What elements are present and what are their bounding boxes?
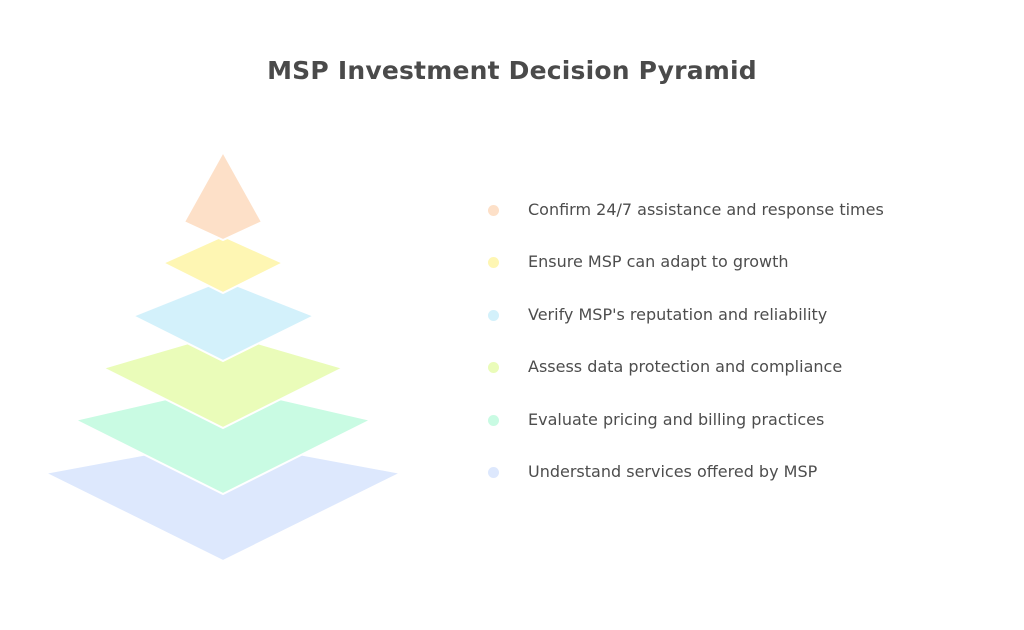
pyramid-layer-4 (100, 331, 346, 430)
legend-label-3: Verify MSP's reputation and reliability (528, 304, 828, 324)
legend-dot-6 (488, 466, 499, 478)
page-title: MSP Investment Decision Pyramid (267, 56, 757, 85)
pyramid-layer-6 (41, 438, 405, 563)
pyramid-layer-1 (182, 149, 264, 242)
pyramid-layer-5 (72, 384, 374, 496)
pyramid-legend: Confirm 24/7 assistance and response tim… (484, 196, 1004, 510)
legend-item: Assess data protection and compliance (484, 353, 1004, 405)
legend-label-2: Ensure MSP can adapt to growth (528, 252, 789, 272)
legend-label-4: Assess data protection and compliance (528, 357, 843, 377)
legend-dot-2 (488, 257, 499, 269)
pyramid-layer-2 (160, 234, 286, 295)
legend-dot-1 (488, 205, 499, 216)
legend-dot-3 (488, 309, 499, 321)
legend-item: Ensure MSP can adapt to growth (484, 248, 1004, 300)
legend-label-6: Understand services offered by MSP (528, 461, 818, 481)
legend-item: Verify MSP's reputation and reliability (484, 301, 1004, 353)
legend-item: Evaluate pricing and billing practices (484, 406, 1004, 458)
pyramid-layer-3 (130, 278, 317, 363)
legend-item: Confirm 24/7 assistance and response tim… (484, 196, 1004, 248)
legend-dot-5 (488, 414, 499, 426)
legend-label-1: Confirm 24/7 assistance and response tim… (528, 200, 884, 219)
legend-dot-4 (488, 362, 499, 374)
legend-label-5: Evaluate pricing and billing practices (528, 409, 825, 429)
legend-item: Understand services offered by MSP (484, 458, 1004, 510)
